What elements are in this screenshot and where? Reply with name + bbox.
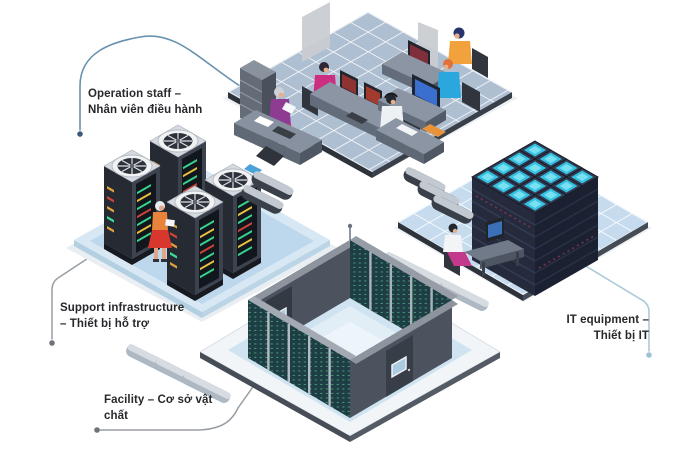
office-wall-screen-left — [302, 2, 330, 62]
facility-sensor — [347, 223, 353, 240]
support-connector-dot — [49, 340, 55, 346]
office-desk-bottom — [376, 118, 446, 164]
it-equipment-label: IT equipment – Thiết bị IT — [566, 312, 649, 344]
operation-staff-label: Operation staff – Nhân viên điều hành — [88, 86, 202, 118]
it-connector-dot — [646, 352, 652, 358]
operation-staff-label-line2: Nhân viên điều hành — [88, 104, 203, 116]
operation-staff-label-line1: Operation staff – — [88, 88, 182, 100]
person-orange-shirt — [448, 27, 488, 78]
it-equipment-label-line2: Thiết bị IT — [593, 330, 649, 342]
support-connector — [49, 252, 97, 346]
person-it-admin — [443, 223, 472, 276]
facility-connector — [94, 373, 263, 433]
it-connector — [578, 261, 652, 358]
support-infrastructure-label: Support infrastructure – Thiết bị hỗ trợ — [60, 300, 184, 332]
cooling-cabinet — [166, 185, 224, 302]
facility-label-line1: Facility – Cơ sở vật — [104, 394, 213, 406]
support-infrastructure-label-line2: – Thiết bị hỗ trợ — [60, 318, 150, 330]
facility-room — [199, 223, 501, 442]
person-technician — [148, 201, 175, 262]
person-blue-shirt — [437, 59, 480, 112]
office-desk-left — [234, 110, 322, 175]
facility-label-line2: chất — [104, 410, 129, 422]
it-equipment-label-line1: IT equipment – — [566, 314, 649, 326]
facility-wall-near-right — [350, 300, 458, 418]
operation-connector-dot — [77, 131, 83, 137]
it-equipment — [394, 140, 652, 302]
support-infrastructure-label-line1: Support infrastructure — [60, 302, 185, 314]
connector-lines — [49, 35, 652, 433]
facility-label: Facility – Cơ sở vật chất — [104, 392, 212, 424]
operation-connector — [77, 35, 241, 137]
facility-wall-near-left — [248, 296, 356, 418]
facility-connector-dot — [94, 427, 100, 433]
it-desk — [464, 217, 524, 276]
operation-staff-office — [222, 2, 518, 178]
office-desk-island — [310, 70, 400, 139]
